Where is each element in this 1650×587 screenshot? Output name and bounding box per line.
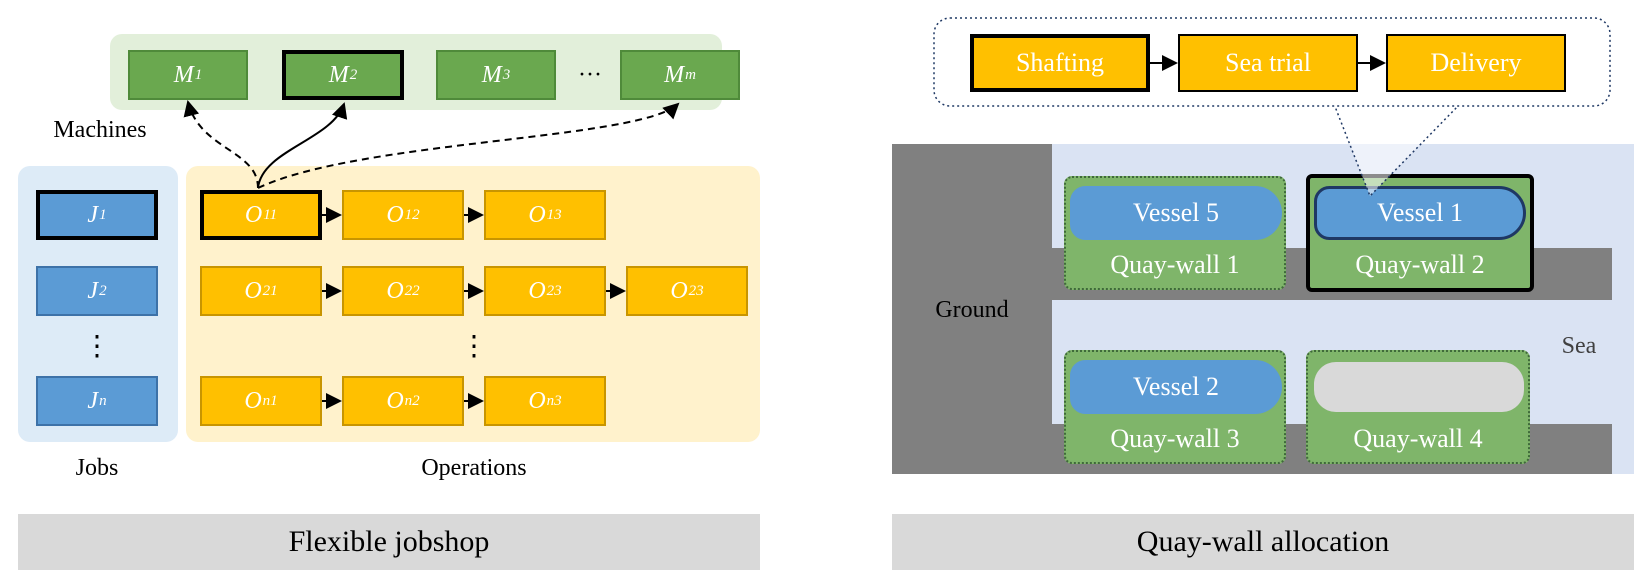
operation-label: O [244, 277, 262, 304]
operation-subscript: 23 [688, 282, 704, 299]
operation-subscript: n1 [262, 392, 278, 409]
operation-label: O [528, 387, 546, 414]
flow-step-delivery: Delivery [1386, 34, 1566, 92]
sea-label: Sea [1561, 332, 1597, 359]
operation-label: O [244, 201, 263, 228]
operation-subscript: 11 [263, 206, 278, 223]
operation-label: O [670, 277, 688, 304]
operation-subscript: 21 [262, 282, 278, 299]
job-label: J [87, 201, 99, 228]
operations-label: Operations [421, 454, 527, 481]
machine-label: M [481, 61, 502, 88]
vessel-2: Vessel 2 [1070, 360, 1282, 414]
quay-wall-4-label: Quay-wall 4 [1353, 424, 1483, 453]
machine-subscript: 2 [349, 66, 358, 83]
operation-label: O [528, 277, 546, 304]
machine-subscript: 3 [502, 66, 511, 83]
quay-wall-3-label: Quay-wall 3 [1110, 424, 1240, 453]
operation-label: O [386, 387, 404, 414]
job-subscript: 2 [99, 282, 107, 299]
operation-subscript: 12 [404, 206, 420, 223]
machine-label: M [664, 61, 685, 88]
machines-label: Machines [53, 116, 147, 143]
ground-area [892, 144, 1052, 474]
machine-label: M [328, 61, 349, 88]
job-subscript: n [99, 392, 107, 409]
quay-wall-2-label: Quay-wall 2 [1355, 250, 1485, 279]
vessel-5: Vessel 5 [1070, 186, 1282, 240]
machine-subscript: m [685, 66, 696, 83]
jobs-label: Jobs [75, 454, 119, 481]
operation-subscript: 13 [546, 206, 562, 223]
machine-label: M [173, 61, 194, 88]
job-label: J [87, 387, 99, 414]
operation-arrows [322, 207, 626, 409]
operation-subscript: 23 [546, 282, 562, 299]
quay-wall-1-label: Quay-wall 1 [1110, 250, 1240, 279]
vessel-1: Vessel 1 [1314, 186, 1526, 240]
operation-subscript: n2 [404, 392, 420, 409]
empty-berth [1314, 362, 1524, 412]
jobs-ellipsis: ⋮ [83, 331, 111, 362]
operation-label: O [528, 201, 546, 228]
machines-ellipsis: ··· [578, 61, 602, 88]
callout-pointer [1334, 104, 1460, 196]
flow-step-shafting: Shafting [970, 34, 1150, 92]
flow-step-sea-trial: Sea trial [1178, 34, 1358, 92]
machine-subscript: 1 [194, 66, 203, 83]
job-label: J [87, 277, 99, 304]
operation-label: O [244, 387, 262, 414]
operation-label: O [386, 201, 404, 228]
machine-assignment-arrows [183, 100, 680, 189]
operation-subscript: 22 [404, 282, 420, 299]
job-subscript: 1 [99, 206, 107, 223]
operation-subscript: n3 [546, 392, 562, 409]
operations-ellipsis: ⋮ [460, 331, 488, 362]
quay-wall-allocation-caption: Quay-wall allocation [892, 514, 1634, 570]
operation-label: O [386, 277, 404, 304]
ground-label: Ground [935, 296, 1009, 323]
flexible-jobshop-caption: Flexible jobshop [18, 514, 760, 570]
